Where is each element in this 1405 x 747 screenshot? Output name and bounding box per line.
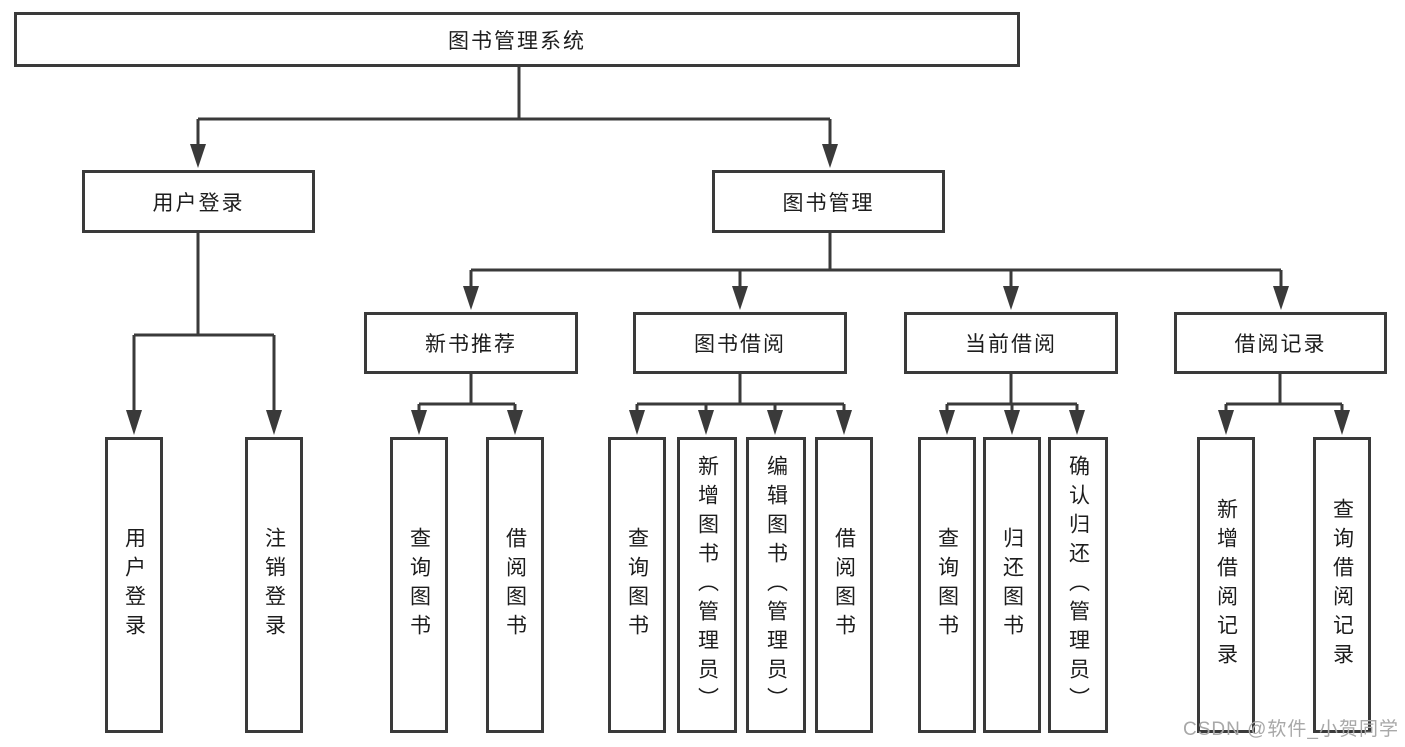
node-book-management-label: 图书管理	[782, 191, 875, 215]
leaf-query-books-current-label: 查询图书	[935, 527, 959, 643]
arrowhead-icon	[507, 410, 523, 435]
node-root: 图书管理系统	[14, 12, 1020, 67]
arrowhead-icon	[1273, 286, 1289, 310]
watermark-text: CSDN @软件_小贺同学	[1183, 719, 1399, 740]
connector-book-borrow-children	[629, 374, 852, 435]
leaf-user-login: 用户登录	[105, 437, 163, 733]
leaf-query-borrow-record-label: 查询借阅记录	[1330, 498, 1354, 672]
connector-borrow-records-children	[1218, 374, 1350, 435]
arrowhead-icon	[1003, 286, 1019, 310]
node-user-login-label: 用户登录	[152, 191, 245, 215]
leaf-borrow-books-label: 借阅图书	[832, 527, 856, 643]
arrowhead-icon	[836, 410, 852, 435]
node-current-borrow-label: 当前借阅	[965, 333, 1057, 356]
arrowhead-icon	[1218, 410, 1234, 435]
connector-book-management-children	[463, 233, 1289, 310]
arrowhead-icon	[266, 410, 282, 435]
arrowhead-icon	[732, 286, 748, 310]
node-borrow-records: 借阅记录	[1174, 312, 1387, 374]
node-root-label: 图书管理系统	[448, 29, 586, 53]
leaf-query-borrow-record: 查询借阅记录	[1313, 437, 1371, 733]
arrowhead-icon	[939, 410, 955, 435]
node-current-borrow: 当前借阅	[904, 312, 1118, 374]
leaf-borrow-books-recommend: 借阅图书	[486, 437, 544, 733]
leaf-query-books-borrow: 查询图书	[608, 437, 666, 733]
leaf-borrow-books-recommend-label: 借阅图书	[503, 527, 527, 643]
leaf-borrow-books: 借阅图书	[815, 437, 873, 733]
arrowhead-icon	[698, 410, 714, 435]
leaf-logout: 注销登录	[245, 437, 303, 733]
node-new-book-recommend: 新书推荐	[364, 312, 578, 374]
arrowhead-icon	[629, 410, 645, 435]
leaf-user-login-label: 用户登录	[122, 527, 146, 643]
arrowhead-icon	[190, 144, 206, 168]
leaf-add-book-admin-label: 新增图书（管理员）	[695, 454, 719, 716]
node-book-borrow: 图书借阅	[633, 312, 847, 374]
node-borrow-records-label: 借阅记录	[1234, 333, 1327, 356]
leaf-edit-book-admin: 编辑图书（管理员）	[746, 437, 806, 733]
arrowhead-icon	[463, 286, 479, 310]
leaf-query-books-borrow-label: 查询图书	[625, 527, 649, 643]
leaf-query-books-current: 查询图书	[918, 437, 976, 733]
arrowhead-icon	[1334, 410, 1350, 435]
node-user-login: 用户登录	[82, 170, 315, 233]
leaf-add-book-admin: 新增图书（管理员）	[677, 437, 737, 733]
node-book-management: 图书管理	[712, 170, 945, 233]
leaf-logout-label: 注销登录	[262, 527, 286, 643]
arrowhead-icon	[822, 144, 838, 168]
connector-current-borrow-children	[939, 374, 1085, 435]
arrowhead-icon	[1004, 410, 1020, 435]
arrowhead-icon	[767, 410, 783, 435]
connector-root-to-level2	[190, 67, 838, 168]
connector-new-book-recommend-children	[411, 374, 523, 435]
connector-user-login-children	[126, 233, 282, 435]
leaf-edit-book-admin-label: 编辑图书（管理员）	[764, 454, 788, 716]
node-new-book-recommend-label: 新书推荐	[425, 333, 517, 356]
leaf-query-books-recommend-label: 查询图书	[407, 527, 431, 643]
leaf-confirm-return-admin: 确认归还（管理员）	[1048, 437, 1108, 733]
leaf-add-borrow-record-label: 新增借阅记录	[1214, 498, 1238, 672]
leaf-add-borrow-record: 新增借阅记录	[1197, 437, 1255, 733]
arrowhead-icon	[126, 410, 142, 435]
node-book-borrow-label: 图书借阅	[694, 333, 786, 356]
arrowhead-icon	[1069, 410, 1085, 435]
leaf-confirm-return-admin-label: 确认归还（管理员）	[1066, 454, 1090, 716]
arrowhead-icon	[411, 410, 427, 435]
leaf-return-books-label: 归还图书	[1000, 527, 1024, 643]
leaf-query-books-recommend: 查询图书	[390, 437, 448, 733]
leaf-return-books: 归还图书	[983, 437, 1041, 733]
